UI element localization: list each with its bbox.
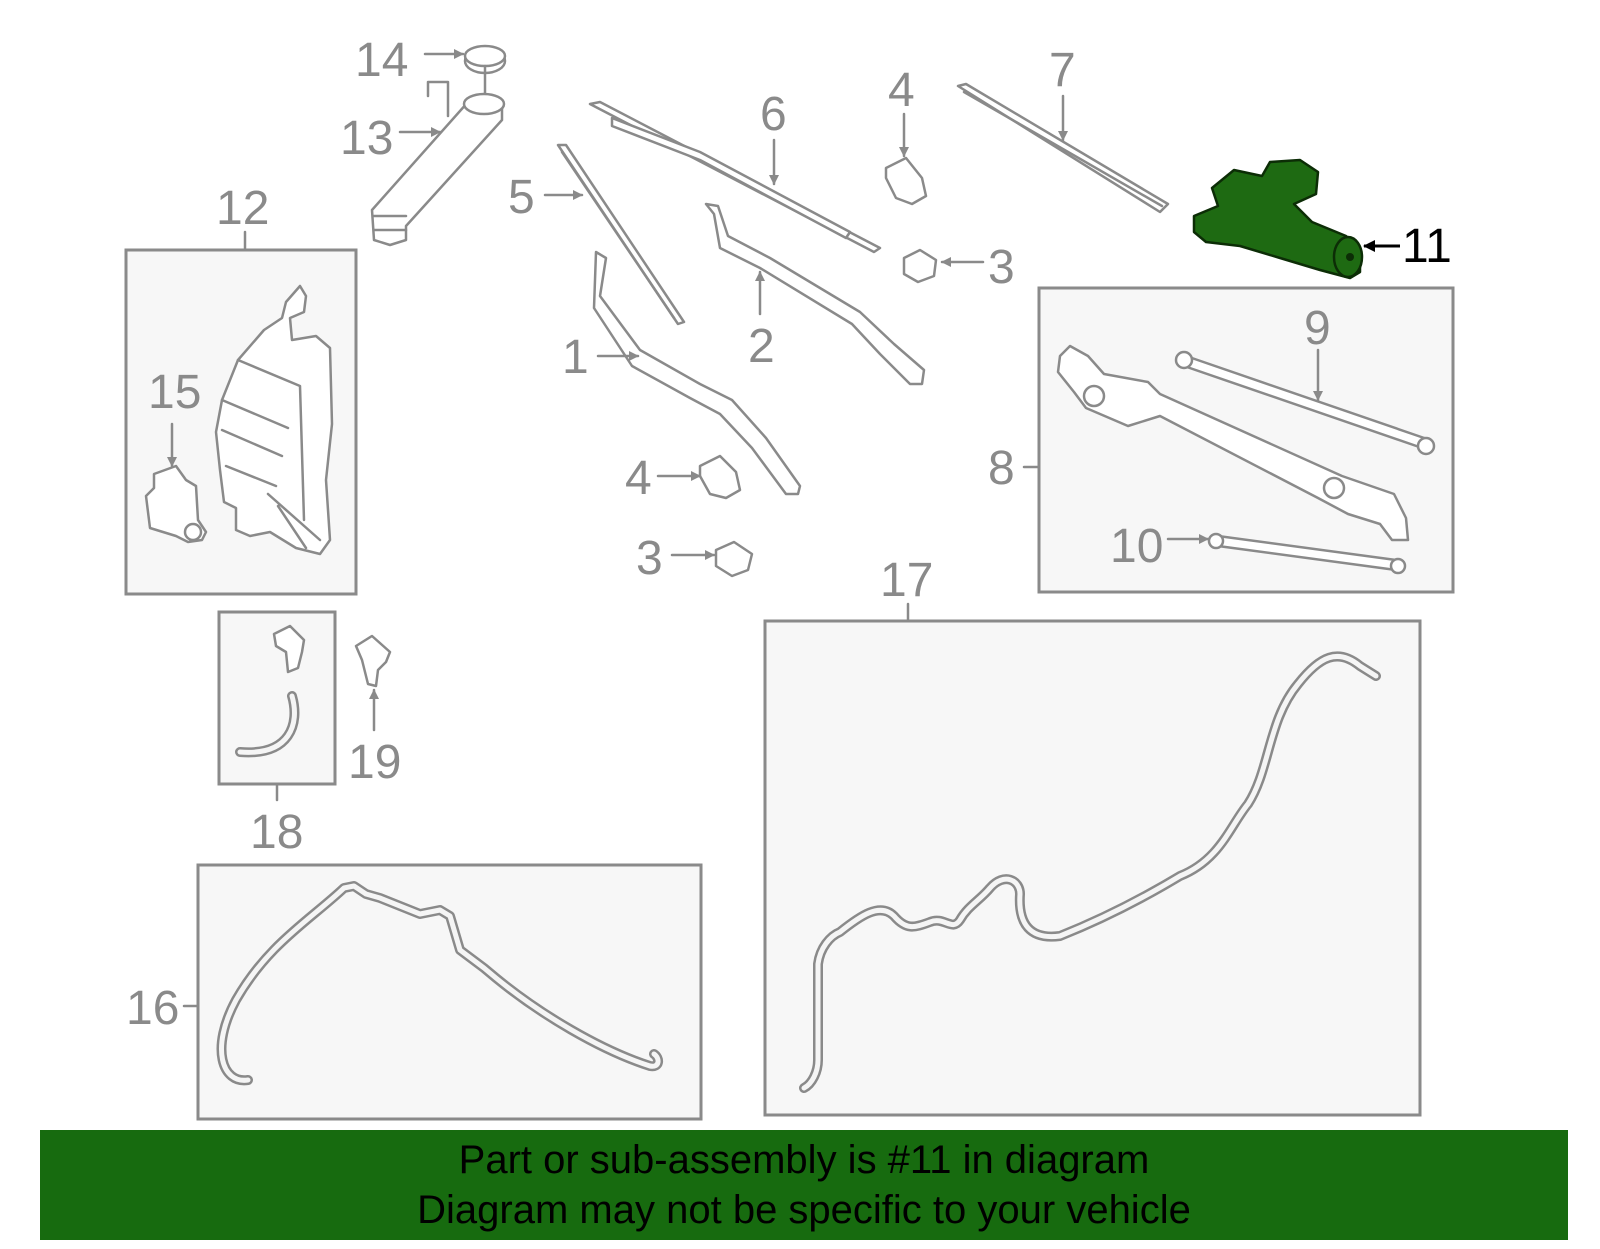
part-11-wiper-motor <box>1192 158 1364 280</box>
part-19-clip <box>354 634 392 688</box>
part-14-cap <box>463 44 507 104</box>
callout-4-lower: 4 <box>625 452 652 505</box>
hose-16-box <box>196 863 703 1121</box>
callout-9: 9 <box>1304 302 1331 355</box>
callout-8: 8 <box>988 442 1015 495</box>
part-3-nut-lower <box>714 540 754 578</box>
part-2-arm <box>704 202 926 386</box>
callout-12: 12 <box>216 182 269 235</box>
callout-5: 5 <box>508 171 535 224</box>
callout-3-lower: 3 <box>636 532 663 585</box>
part-9-rod <box>1174 350 1436 456</box>
callout-3-upper: 3 <box>988 241 1015 294</box>
callout-13: 13 <box>340 112 393 165</box>
part-13-filler-neck <box>370 80 506 247</box>
part-15-pump <box>144 464 208 544</box>
callout-11: 11 <box>1402 220 1452 273</box>
callout-18: 18 <box>250 806 303 859</box>
part-3-nut-upper <box>902 248 938 284</box>
callout-10: 10 <box>1110 520 1163 573</box>
callout-2: 2 <box>748 320 775 373</box>
callout-7: 7 <box>1049 44 1076 97</box>
callout-15: 15 <box>148 366 201 419</box>
callout-1: 1 <box>562 331 589 384</box>
hose-17-box <box>763 619 1422 1117</box>
part-4-cap-lower <box>698 454 742 500</box>
callout-19: 19 <box>348 736 401 789</box>
callout-16: 16 <box>126 982 179 1035</box>
callout-17: 17 <box>880 554 933 607</box>
part-10-rod <box>1207 532 1407 575</box>
callout-6: 6 <box>760 88 787 141</box>
part-16-hose <box>216 881 664 1086</box>
part-4-cap-upper <box>884 156 928 206</box>
part-18-pump-hose <box>235 624 306 758</box>
banner-line-2: Diagram may not be specific to your vehi… <box>417 1188 1191 1232</box>
part-12-reservoir <box>214 284 334 556</box>
callout-4-upper: 4 <box>888 64 915 117</box>
part-5-blade <box>556 143 686 326</box>
part-7-blade <box>956 82 1170 214</box>
banner-line-1: Part or sub-assembly is #11 in diagram <box>458 1138 1150 1182</box>
info-banner: Part or sub-assembly is #11 in diagram D… <box>40 1130 1568 1240</box>
callout-14: 14 <box>355 34 408 87</box>
part-17-hose <box>799 651 1381 1093</box>
part-6-blade <box>588 100 882 254</box>
part-8-linkage <box>1056 344 1410 542</box>
part-1-arm <box>592 250 802 496</box>
